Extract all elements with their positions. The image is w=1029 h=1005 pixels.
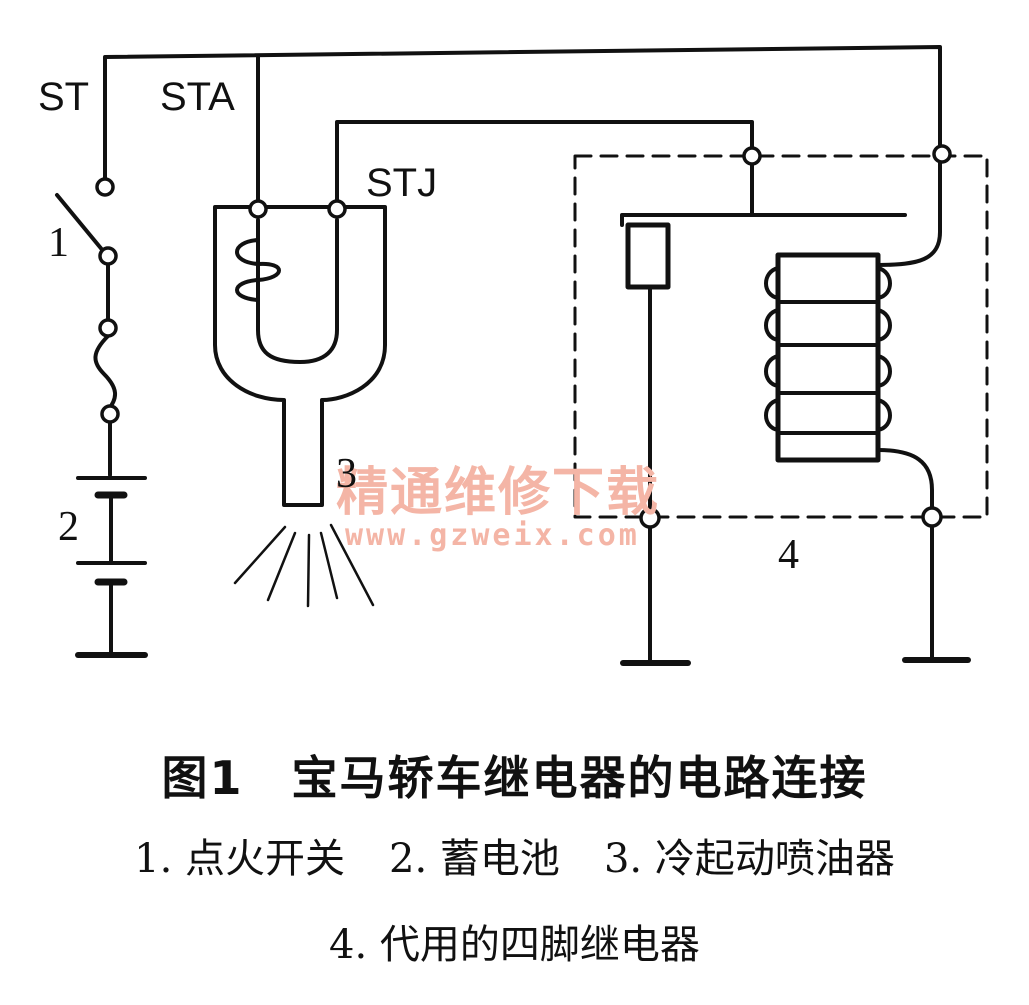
figure-caption-title: 图1 宝马轿车继电器的电路连接 <box>0 742 1029 808</box>
watermark-text: 精通维修下载 <box>336 463 660 523</box>
ignition-switch <box>55 193 106 254</box>
terminals <box>95 144 952 529</box>
cold-start-injector <box>213 205 387 507</box>
battery <box>75 476 148 658</box>
legend-item-3: 3. 冷起动喷油器 <box>603 836 895 882</box>
label-sta: STA <box>160 75 235 119</box>
st-wire <box>103 45 942 187</box>
legend-item-1: 1. 点火开关 <box>134 836 346 882</box>
relay-housing <box>573 154 989 519</box>
relay-coil-winding <box>764 266 892 432</box>
figure-title: 宝马轿车继电器的电路连接 <box>291 751 868 805</box>
relay-contact <box>625 222 671 290</box>
stj-wire <box>335 120 754 209</box>
label-1: 1 <box>48 220 69 266</box>
circuit-diagram: 精通维修下载 www.gzweix.com ST STA STJ 1 2 3 4 <box>38 45 989 666</box>
label-3: 3 <box>336 451 357 497</box>
label-stj: STJ <box>366 161 437 205</box>
label-st: ST <box>38 75 89 119</box>
legend-item-2: 2. 蓄电池 <box>389 836 560 882</box>
figure-number: 图1 <box>161 751 244 805</box>
relay-coil-core <box>775 252 881 463</box>
legend-line-1: 1. 点火开关 2. 蓄电池 3. 冷起动喷油器 <box>0 826 1029 884</box>
spray-lines <box>233 523 375 608</box>
label-4: 4 <box>778 532 799 578</box>
watermark-url: www.gzweix.com <box>345 518 640 553</box>
label-2: 2 <box>58 504 79 550</box>
fuse <box>93 334 117 412</box>
injector-coil <box>235 238 281 302</box>
legend-line-2: 4. 代用的四脚继电器 <box>329 922 700 968</box>
